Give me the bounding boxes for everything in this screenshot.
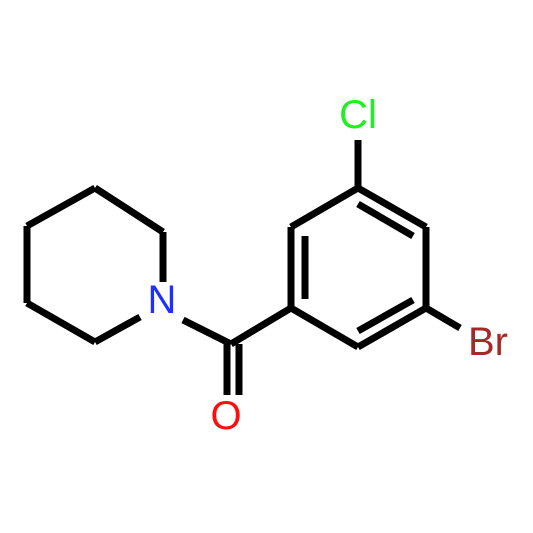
bond <box>289 304 360 351</box>
nitrogen-atom-label: N <box>148 278 177 322</box>
bond <box>25 299 97 346</box>
bonds <box>23 140 462 395</box>
bond <box>25 184 97 230</box>
bond <box>356 200 415 240</box>
bromine-atom-label: Br <box>468 320 508 364</box>
bond <box>356 184 428 231</box>
atom-labels: N O Cl Br <box>148 93 508 438</box>
chlorine-atom-label: Cl <box>339 93 377 137</box>
bond <box>93 313 142 346</box>
bond <box>181 316 233 348</box>
bond <box>93 185 165 235</box>
oxygen-atom-label: O <box>210 394 241 438</box>
bond <box>424 304 462 332</box>
bond <box>289 184 360 231</box>
bond <box>356 296 415 335</box>
bond <box>356 304 428 351</box>
bond <box>229 304 293 348</box>
